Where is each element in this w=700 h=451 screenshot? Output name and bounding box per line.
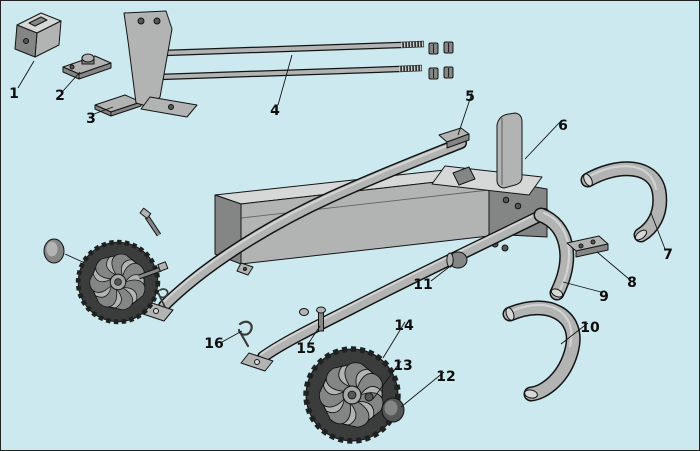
callout-11: 11 [413, 277, 432, 293]
callout-3: 3 [86, 111, 96, 127]
tie-rod-upper [162, 40, 425, 57]
callout-7: 7 [663, 247, 673, 263]
left-wheel-assembly [43, 207, 169, 322]
tie-rod-lower [158, 64, 423, 81]
part-10-handle-tube [502, 300, 581, 402]
part-14-wheel [306, 349, 398, 441]
axle-bolt [139, 207, 162, 237]
part-6-end-plate [496, 112, 523, 189]
callout-5: 5 [465, 89, 475, 105]
rod-nuts [428, 41, 454, 80]
callout-labels: 1 2 3 4 5 6 7 8 9 10 11 12 13 14 15 16 [9, 86, 673, 385]
part-15-bolt [316, 306, 326, 332]
callout-1: 1 [9, 86, 19, 102]
work-table [431, 165, 543, 196]
part-16-r-clip [237, 320, 253, 348]
callout-10: 10 [580, 320, 600, 336]
part-1-hitch-bracket [14, 12, 62, 58]
callout-4: 4 [270, 103, 280, 119]
part-11-roller [446, 251, 468, 269]
part-9-support-tube [533, 207, 575, 301]
part-4-bracket-and-rods [123, 10, 454, 118]
part-5-guide-tab [438, 127, 470, 149]
callout-9: 9 [599, 289, 609, 305]
part-12-hub-cap [381, 397, 405, 423]
leader-lines [17, 54, 666, 408]
part-8-bracket [566, 235, 609, 258]
part-7-handle-tube [580, 161, 668, 243]
callout-2: 2 [55, 88, 65, 104]
axle-bolt-head [157, 261, 169, 272]
part-3-cover-plate [94, 94, 142, 117]
upper-frame-tube [139, 137, 467, 322]
left-r-clip [158, 288, 169, 308]
callout-8: 8 [627, 275, 637, 291]
callout-6: 6 [558, 118, 568, 134]
callout-14: 14 [394, 318, 414, 334]
callout-13: 13 [393, 358, 412, 374]
callout-16: 16 [204, 336, 223, 352]
lower-frame-tube [240, 208, 550, 372]
part-2-lock-plate [62, 53, 112, 80]
callout-12: 12 [436, 369, 455, 385]
callout-15: 15 [296, 341, 315, 357]
washer [299, 308, 309, 316]
part-13-axle-bolt [364, 392, 374, 402]
left-wheel [78, 242, 158, 322]
